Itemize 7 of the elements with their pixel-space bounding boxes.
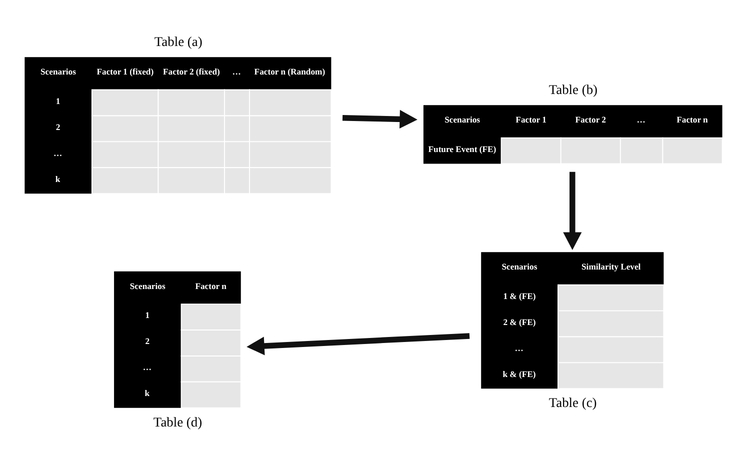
node-label: Table (a) — [154, 34, 202, 49]
node-label: Table (b) — [548, 82, 598, 97]
node-label: Table (c) — [548, 395, 597, 410]
node-label: Table (d) — [153, 414, 202, 430]
arrow — [342, 110, 418, 129]
arrow — [563, 172, 582, 250]
arrow — [246, 333, 470, 356]
